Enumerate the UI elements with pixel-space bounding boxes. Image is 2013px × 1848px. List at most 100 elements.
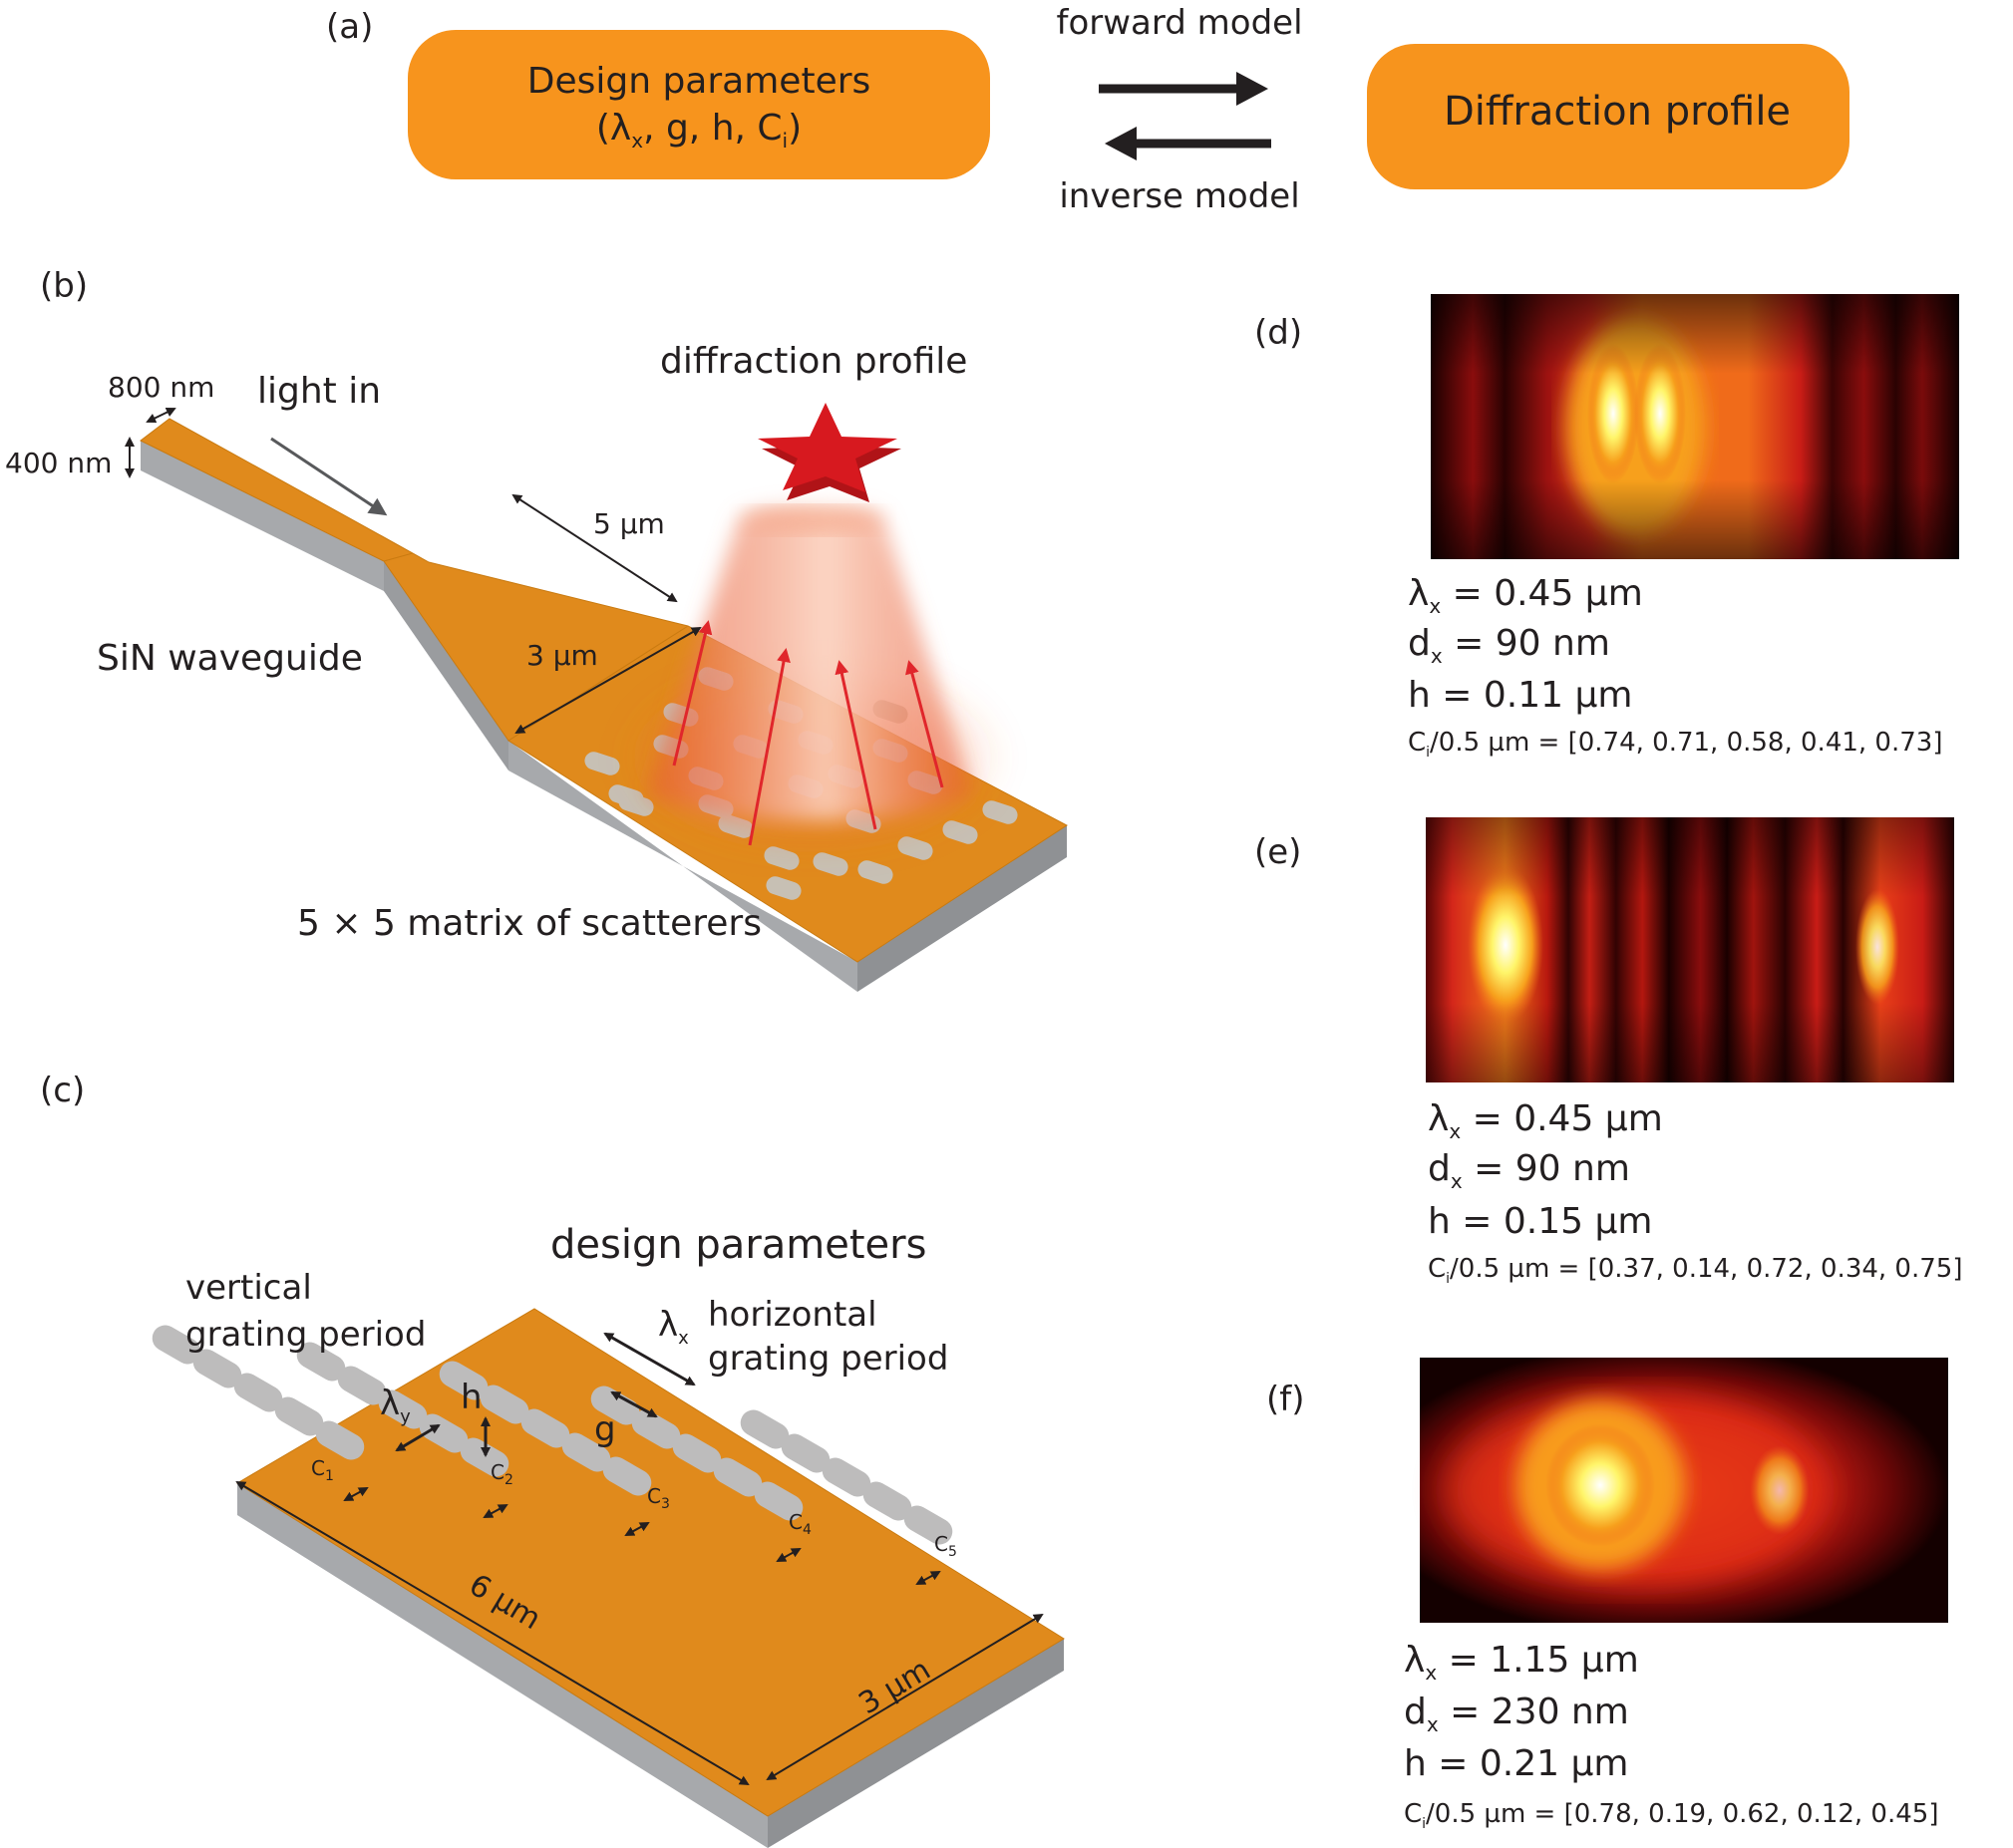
c5-arrow [915, 1571, 941, 1585]
g-label: g [594, 1409, 616, 1449]
length-dim-arrow [511, 493, 678, 603]
panel-d-label: (d) [1254, 313, 1302, 353]
grating-hole [903, 1505, 953, 1545]
e-c-line: Ci/0.5 µm = [0.37, 0.14, 0.72, 0.34, 0.7… [1428, 1254, 1962, 1287]
diffraction-profile-text: Diffraction profile [1444, 89, 1791, 135]
hole [982, 800, 1018, 824]
grating-hole [419, 1413, 469, 1453]
panel-b-label: (b) [40, 266, 88, 306]
panel-c-label: (c) [40, 1071, 85, 1110]
profile-f-spot-2 [1750, 1445, 1810, 1535]
panel-e: (e) λx = 0.45 µm dx = 90 nm h = 0.15 µm … [1254, 817, 1962, 1287]
grating-hole [520, 1408, 570, 1448]
grating-hole [274, 1396, 324, 1436]
grating-hole [337, 1366, 387, 1405]
e-d-line: dx = 90 nm [1428, 1148, 1630, 1193]
width-dim-arrow [766, 1613, 1044, 1781]
design-parameters-box [408, 30, 990, 179]
grating-hole [378, 1389, 428, 1429]
grating-hole [152, 1325, 201, 1365]
grating-side-right [857, 825, 1067, 992]
cone-top [743, 506, 882, 534]
taper-edge-line [383, 552, 414, 562]
waveguide-label: SiN waveguide [97, 638, 363, 679]
grating-hole [296, 1342, 346, 1382]
diffraction-profile-label: diffraction profile [660, 341, 967, 382]
star-icon [758, 403, 901, 502]
lambda-y-arrow [395, 1423, 441, 1452]
grating-hole [561, 1432, 611, 1472]
length-dim-label: 5 µm [593, 507, 665, 540]
c2-label: C2 [491, 1460, 513, 1488]
taper-dim-arrow [514, 627, 702, 734]
diffraction-cone [648, 506, 972, 821]
grating-hole [754, 1481, 804, 1521]
grating-hole [192, 1349, 242, 1388]
panel-c: (c) design parameters vertical grating p… [40, 1071, 1065, 1848]
vertical-period-label-1: vertical [185, 1268, 312, 1308]
emission-arrow [748, 648, 791, 846]
grating-hole [862, 1481, 912, 1521]
width-dim-arrow [146, 407, 176, 424]
c1-label: C1 [311, 1456, 334, 1484]
grating-hole [480, 1385, 529, 1424]
height-dim-label: 400 nm [5, 447, 112, 479]
hole [813, 852, 848, 876]
matrix-label: 5 × 5 matrix of scatterers [297, 903, 762, 944]
panel-b: (b) [5, 266, 1068, 992]
hole [766, 876, 802, 900]
emission-arrow [835, 660, 877, 830]
waveguide-side-left [141, 441, 384, 591]
grating-hole [672, 1433, 722, 1473]
f-d-line: dx = 230 nm [1404, 1692, 1629, 1736]
f-lambda-line: λx = 1.15 µm [1404, 1640, 1639, 1685]
grating-side-front [508, 741, 857, 992]
vertical-period-label-2: grating period [185, 1315, 426, 1355]
taper-side [384, 561, 508, 770]
grating-hole [315, 1420, 365, 1460]
f-c-line: Ci/0.5 µm = [0.78, 0.19, 0.62, 0.12, 0.4… [1404, 1799, 1938, 1832]
e-lambda-line: λx = 0.45 µm [1428, 1098, 1663, 1143]
emission-arrow [905, 660, 944, 788]
lambda-x-label: λx [658, 1305, 689, 1349]
panel-a: (a) Design parameters (λx, g, h, Ci) Dif… [326, 3, 1849, 216]
design-parameters-vars: (λx, g, h, Ci) [596, 108, 802, 153]
g-arrow [610, 1390, 658, 1418]
lambda-y-label: λy [380, 1384, 411, 1427]
h-label: h [461, 1378, 483, 1417]
profile-d-image [1431, 294, 1959, 559]
star-face [758, 403, 897, 492]
d-lambda-line: λx = 0.45 µm [1408, 573, 1643, 618]
grating-hole [233, 1373, 283, 1412]
c5-label: C5 [934, 1532, 957, 1560]
grating-hole [631, 1409, 681, 1449]
grating-hole [822, 1457, 871, 1497]
width-dim-label: 800 nm [108, 371, 214, 404]
d-h-line: h = 0.11 µm [1408, 675, 1632, 716]
profile-d-vignette [1431, 294, 1959, 559]
panel-f: (f) λx = 1.15 µm dx = 230 nm h = 0.21 µm… [1266, 1358, 1948, 1832]
panel-a-label: (a) [326, 7, 373, 47]
design-params-title: design parameters [550, 1222, 926, 1268]
inverse-arrow-head [1105, 127, 1137, 160]
profile-f-image [1420, 1358, 1948, 1623]
hole [584, 752, 620, 775]
d-d-line: dx = 90 nm [1408, 623, 1610, 668]
grating-hole [439, 1361, 489, 1400]
c4-label: C4 [789, 1510, 812, 1538]
length-dim-arrow [235, 1480, 750, 1786]
f-h-line: h = 0.21 µm [1404, 1743, 1628, 1784]
d-c-line: Ci/0.5 µm = [0.74, 0.71, 0.58, 0.41, 0.7… [1408, 728, 1942, 761]
grating-hole [740, 1409, 790, 1449]
profile-f-spot-1 [1545, 1423, 1655, 1547]
forward-model-label: forward model [1056, 3, 1302, 43]
grating-hole [713, 1457, 763, 1497]
panel-d: (d) λx = 0.45 µm dx = 90 nm h = 0.11 µm … [1254, 294, 1959, 761]
forward-arrow-head [1236, 72, 1268, 106]
e-h-line: h = 0.15 µm [1428, 1201, 1652, 1242]
profile-e-image [1426, 817, 1954, 1082]
grating-hole [781, 1433, 831, 1473]
hole [857, 860, 893, 884]
